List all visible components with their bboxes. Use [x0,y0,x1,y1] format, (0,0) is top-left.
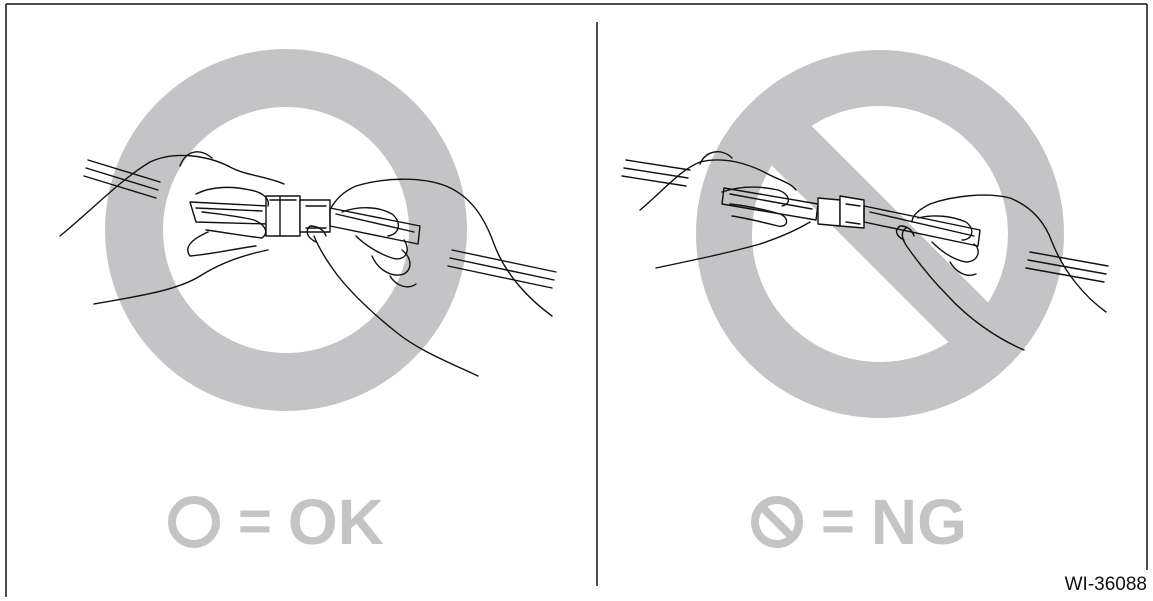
ng-label: NG [871,488,967,556]
circle-icon [166,494,222,550]
ng-panel [622,78,1108,390]
ng-legend: = NG [749,488,967,556]
ok-panel [60,78,556,382]
ok-equals-sign: = [238,488,272,556]
ng-prohibition-slash [770,124,990,344]
ok-label: OK [288,488,384,556]
prohibition-icon [749,494,805,550]
ng-equals-sign: = [821,488,855,556]
ok-legend: = OK [166,488,384,556]
figure-code: WI-36088 [1065,574,1147,596]
